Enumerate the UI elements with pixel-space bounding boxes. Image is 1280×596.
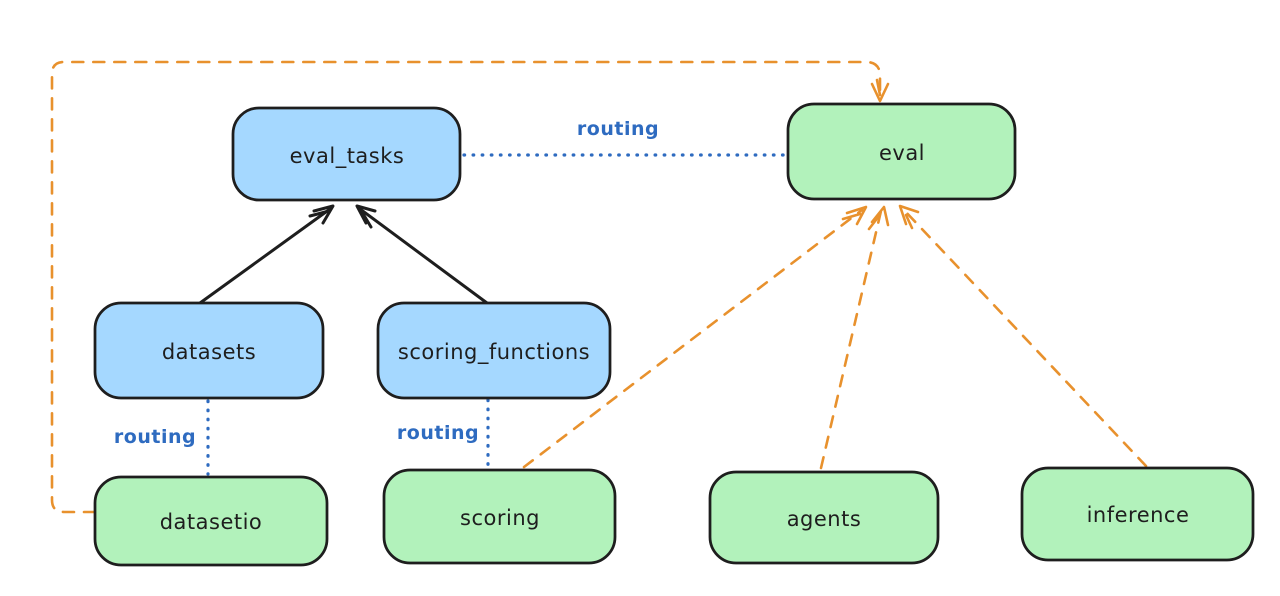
edge-datasetio-to-eval: [50, 60, 890, 514]
node-box: [93, 301, 325, 400]
node-label: inference: [1087, 503, 1190, 527]
node-eval: eval: [786, 102, 1017, 201]
arrowhead-icon: [312, 204, 335, 225]
node-box: [1020, 466, 1255, 562]
arrowhead-icon: [841, 212, 862, 221]
node-eval-tasks: eval_tasks: [231, 106, 462, 202]
edge-label-routing: routing: [577, 118, 659, 140]
edge-agents-to-eval: [819, 205, 890, 470]
node-label: scoring_functions: [398, 340, 590, 365]
edge-line: [198, 207, 332, 305]
edge-datasets-to-eval-tasks: [198, 204, 335, 305]
arrowhead-icon: [845, 205, 868, 226]
arrowhead-icon: [870, 205, 890, 227]
arrowhead-icon: [308, 209, 331, 218]
edge-scoring-to-eval: [522, 205, 868, 469]
node-box: [231, 106, 462, 202]
edge-line: [50, 60, 882, 514]
edge-eval-tasks-to-eval: routing: [462, 118, 786, 157]
node-label: datasetio: [160, 510, 263, 534]
node-label: scoring: [460, 506, 540, 530]
node-box: [93, 475, 329, 567]
node-scoring: scoring: [382, 468, 617, 565]
node-label: eval_tasks: [290, 144, 405, 169]
node-box: [786, 102, 1017, 201]
arrowhead-icon: [867, 214, 881, 231]
edge-label-routing: routing: [114, 426, 196, 448]
edge-datasets-to-datasetio: routing: [114, 399, 210, 476]
edge-line: [358, 207, 489, 305]
node-inference: inference: [1020, 466, 1255, 562]
node-box: [708, 470, 940, 565]
edge-line: [819, 209, 883, 470]
node-datasetio: datasetio: [93, 475, 329, 567]
node-label: agents: [787, 507, 862, 531]
node-box: [382, 468, 617, 565]
edge-line: [902, 208, 1148, 468]
edge-scoring-functions-to-eval-tasks: [355, 204, 489, 305]
node-box: [376, 301, 612, 400]
node-datasets: datasets: [93, 301, 325, 400]
arrowhead-icon: [360, 210, 373, 229]
edge-label-routing: routing: [397, 422, 479, 444]
arrowhead-icon: [898, 204, 920, 226]
arrowhead-icon: [904, 213, 914, 230]
arrowhead-icon: [875, 78, 882, 97]
node-scoring-functions: scoring_functions: [376, 301, 612, 400]
edge-line: [522, 208, 864, 469]
node-label: datasets: [162, 340, 256, 364]
edge-inference-to-eval: [898, 204, 1148, 468]
edge-scoring-functions-to-scoring: routing: [397, 398, 490, 469]
node-agents: agents: [708, 470, 940, 565]
arrowhead-icon: [355, 204, 377, 225]
arrowhead-icon: [870, 82, 890, 103]
node-label: eval: [879, 141, 925, 165]
